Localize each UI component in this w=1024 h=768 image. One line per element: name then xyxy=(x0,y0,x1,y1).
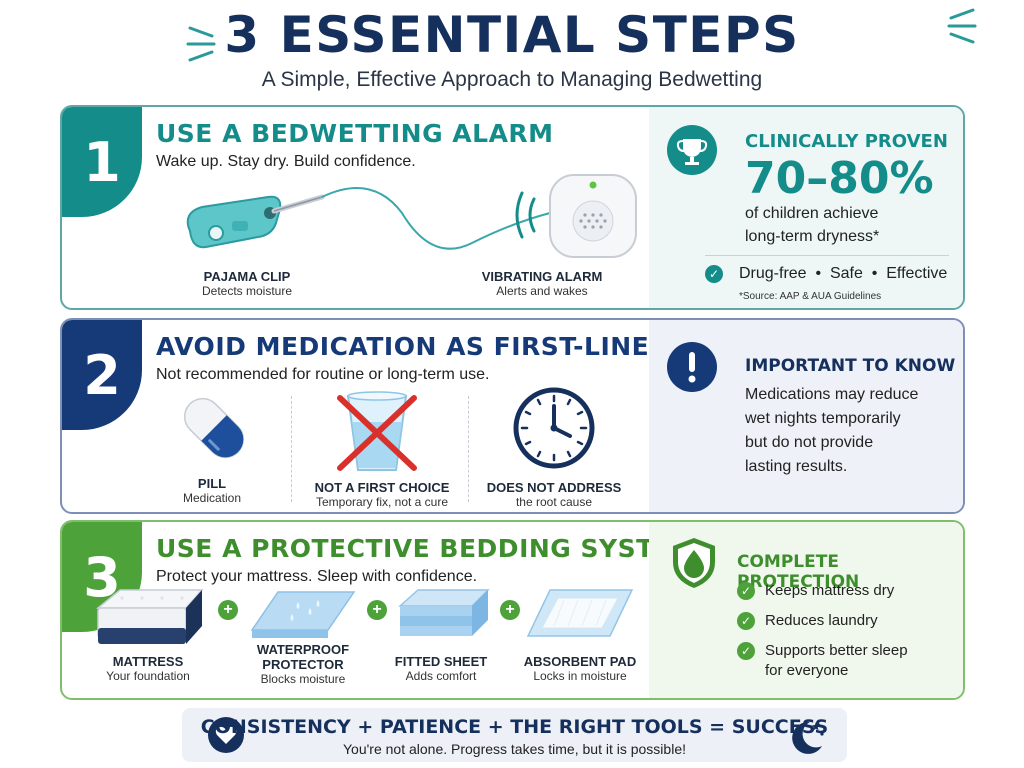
page-title: 3 ESSENTIAL STEPS xyxy=(224,6,800,64)
clinically-proven-panel: CLINICALLY PROVEN 70–80% of children ach… xyxy=(649,107,963,308)
proven-stat: 70–80% xyxy=(745,153,934,204)
root-cause-sub: the root cause xyxy=(515,495,593,509)
pill-sub: Medication xyxy=(182,491,242,505)
trophy-icon xyxy=(667,125,717,175)
step-2-subtitle: Not recommended for routine or long-term… xyxy=(156,366,490,383)
waterproof-item: WATERPROOF PROTECTOR Blocks moisture xyxy=(240,642,366,686)
mattress-label: MATTRESS xyxy=(112,654,184,669)
proven-features: Drug-free • Safe • Effective xyxy=(739,265,948,282)
page-subtitle: A Simple, Effective Approach to Managing… xyxy=(261,68,763,91)
step-2-title: AVOID MEDICATION AS FIRST-LINE xyxy=(156,332,650,361)
step-1-subtitle: Wake up. Stay dry. Build confidence. xyxy=(156,153,416,170)
waterproof-label-2: PROTECTOR xyxy=(262,657,344,672)
moon-stars-icon xyxy=(792,721,824,754)
fitted-sheet-label: FITTED SHEET xyxy=(394,654,488,669)
pill-label: PILL xyxy=(197,476,227,491)
plus-icon: + xyxy=(367,600,387,620)
header: 3 ESSENTIAL STEPS A Simple, Effective Ap… xyxy=(0,0,1024,100)
footer-banner: CONSISTENCY + PATIENCE + THE RIGHT TOOLS… xyxy=(182,708,847,762)
waterproof-sub: Blocks moisture xyxy=(260,672,346,686)
exclamation-icon xyxy=(667,342,717,392)
divider xyxy=(468,396,469,502)
protection-check-1: Keeps mattress dry xyxy=(765,582,895,599)
shield-drop-icon xyxy=(673,538,715,588)
not-first-choice-label: NOT A FIRST CHOICE xyxy=(314,480,450,495)
important-panel: IMPORTANT TO KNOW Medications may reduce… xyxy=(649,320,963,512)
vibrating-alarm-icon xyxy=(515,174,658,258)
step-1-title: USE A BEDWETTING ALARM xyxy=(156,119,554,148)
not-first-choice-item: NOT A FIRST CHOICE Temporary fix, not a … xyxy=(297,476,467,509)
pajama-clip-icon xyxy=(186,195,282,249)
protection-check-3: Supports better sleep xyxy=(765,642,908,659)
vibrating-alarm-label: VIBRATING ALARM xyxy=(481,269,603,284)
pill-icon xyxy=(183,397,245,459)
absorbent-pad-item: ABSORBENT PAD Locks in moisture xyxy=(510,650,650,683)
panel-divider xyxy=(705,255,949,256)
waterproof-label: WATERPROOF xyxy=(256,642,350,657)
absorbent-pad-sub: Locks in moisture xyxy=(533,669,627,683)
step-3-title: USE A PROTECTIVE BEDDING SYSTEM xyxy=(156,534,697,563)
plus-icon: + xyxy=(500,600,520,620)
mattress-item: MATTRESS Your foundation xyxy=(84,650,212,683)
crossed-water-glass-icon xyxy=(337,391,417,471)
check-icon: ✓ xyxy=(737,642,755,660)
footer-title: CONSISTENCY + PATIENCE + THE RIGHT TOOLS… xyxy=(200,716,829,738)
step-1-card: 1 USE A BEDWETTING ALARM Wake up. Stay d… xyxy=(60,105,965,310)
root-cause-label: DOES NOT ADDRESS xyxy=(486,480,622,495)
important-line-4: lasting results. xyxy=(745,458,848,475)
heart-icon xyxy=(208,717,244,753)
important-line-3: but do not provide xyxy=(745,434,874,451)
sparkle-right-icon xyxy=(947,8,977,44)
footer-subtitle: You're not alone. Progress takes time, b… xyxy=(342,741,686,757)
check-icon: ✓ xyxy=(737,582,755,600)
complete-protection-title: COMPLETE PROTECTION xyxy=(737,552,860,592)
important-line-2: wet nights temporarily xyxy=(745,410,901,427)
check-icon: ✓ xyxy=(737,612,755,630)
pajama-clip-item: PAJAMA CLIP Detects moisture xyxy=(172,265,322,298)
step-3-card: 3 USE A PROTECTIVE BEDDING SYSTEM Protec… xyxy=(60,520,965,700)
pajama-clip-sub: Detects moisture xyxy=(201,284,293,298)
proven-desc-1: of children achieve xyxy=(745,205,879,222)
protection-check-3-cont: for everyone xyxy=(765,662,849,679)
divider xyxy=(291,396,292,502)
waterproof-protector-icon xyxy=(250,591,356,638)
important-title: IMPORTANT TO KNOW xyxy=(745,356,956,376)
step-2-card: 2 AVOID MEDICATION AS FIRST-LINE Not rec… xyxy=(60,318,965,514)
step-3-subtitle: Protect your mattress. Sleep with confid… xyxy=(156,568,478,585)
complete-protection-panel: COMPLETE PROTECTION ✓ Keeps mattress dry… xyxy=(649,522,963,698)
step-2-number: 2 xyxy=(62,320,142,430)
pajama-clip-label: PAJAMA CLIP xyxy=(203,269,291,284)
check-icon: ✓ xyxy=(705,265,723,283)
pill-item: PILL Medication xyxy=(160,472,264,505)
mattress-icon xyxy=(95,589,204,644)
not-first-choice-sub: Temporary fix, not a cure xyxy=(315,495,449,509)
absorbent-pad-icon xyxy=(526,589,634,637)
step-1-number: 1 xyxy=(62,107,142,217)
important-line-1: Medications may reduce xyxy=(745,386,919,403)
fitted-sheet-icon xyxy=(398,589,490,636)
clinically-proven-title: CLINICALLY PROVEN xyxy=(745,131,948,152)
mattress-sub: Your foundation xyxy=(106,669,190,683)
proven-desc-2: long-term dryness* xyxy=(745,228,880,245)
plus-icon: + xyxy=(218,600,238,620)
protection-check-2: Reduces laundry xyxy=(765,612,878,629)
vibrating-alarm-item: VIBRATING ALARM Alerts and wakes xyxy=(457,265,627,298)
vibrating-alarm-sub: Alerts and wakes xyxy=(496,284,588,298)
sparkle-left-icon xyxy=(186,26,216,62)
clock-icon xyxy=(513,387,595,469)
fitted-sheet-item: FITTED SHEET Adds comfort xyxy=(376,650,506,683)
proven-source: *Source: AAP & AUA Guidelines xyxy=(739,291,882,302)
root-cause-item: DOES NOT ADDRESS the root cause xyxy=(478,476,630,509)
absorbent-pad-label: ABSORBENT PAD xyxy=(523,654,637,669)
fitted-sheet-sub: Adds comfort xyxy=(405,669,477,683)
alarm-illustration xyxy=(186,174,658,258)
